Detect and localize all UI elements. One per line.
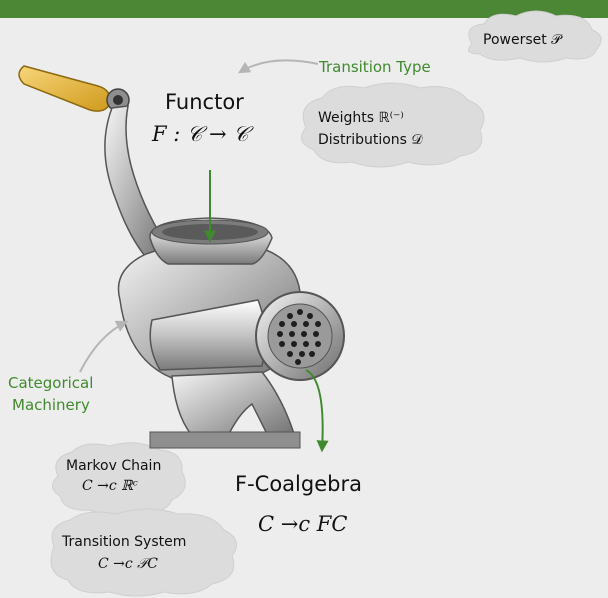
f-coalgebra-label: F-Coalgebra: [235, 472, 362, 496]
transition-type-label: Transition Type: [319, 58, 431, 76]
markov-chain-label: Markov Chain: [66, 458, 161, 474]
functor-formula: F : 𝒞 → 𝒞: [152, 122, 249, 147]
transition-system-formula: C →c 𝒫C: [98, 556, 158, 572]
transition-system-label: Transition System: [62, 534, 186, 550]
f-coalgebra-formula: C →c FC: [258, 512, 347, 536]
cloud-transition-system: [51, 509, 236, 596]
markov-chain-formula: C →c ℝᶜ: [82, 478, 138, 494]
powerset-label: Powerset 𝒫: [483, 32, 561, 48]
transition-type-arrow: [240, 60, 318, 72]
output-arrow: [306, 370, 323, 450]
functor-title: Functor: [165, 90, 244, 114]
weights-label: Weights ℝ⁽⁻⁾: [318, 110, 404, 126]
distributions-label: Distributions 𝒟: [318, 132, 423, 148]
categorical-label: Categorical: [8, 374, 93, 392]
categorical-machinery-arrow: [80, 322, 126, 372]
machinery-label: Machinery: [12, 396, 90, 414]
